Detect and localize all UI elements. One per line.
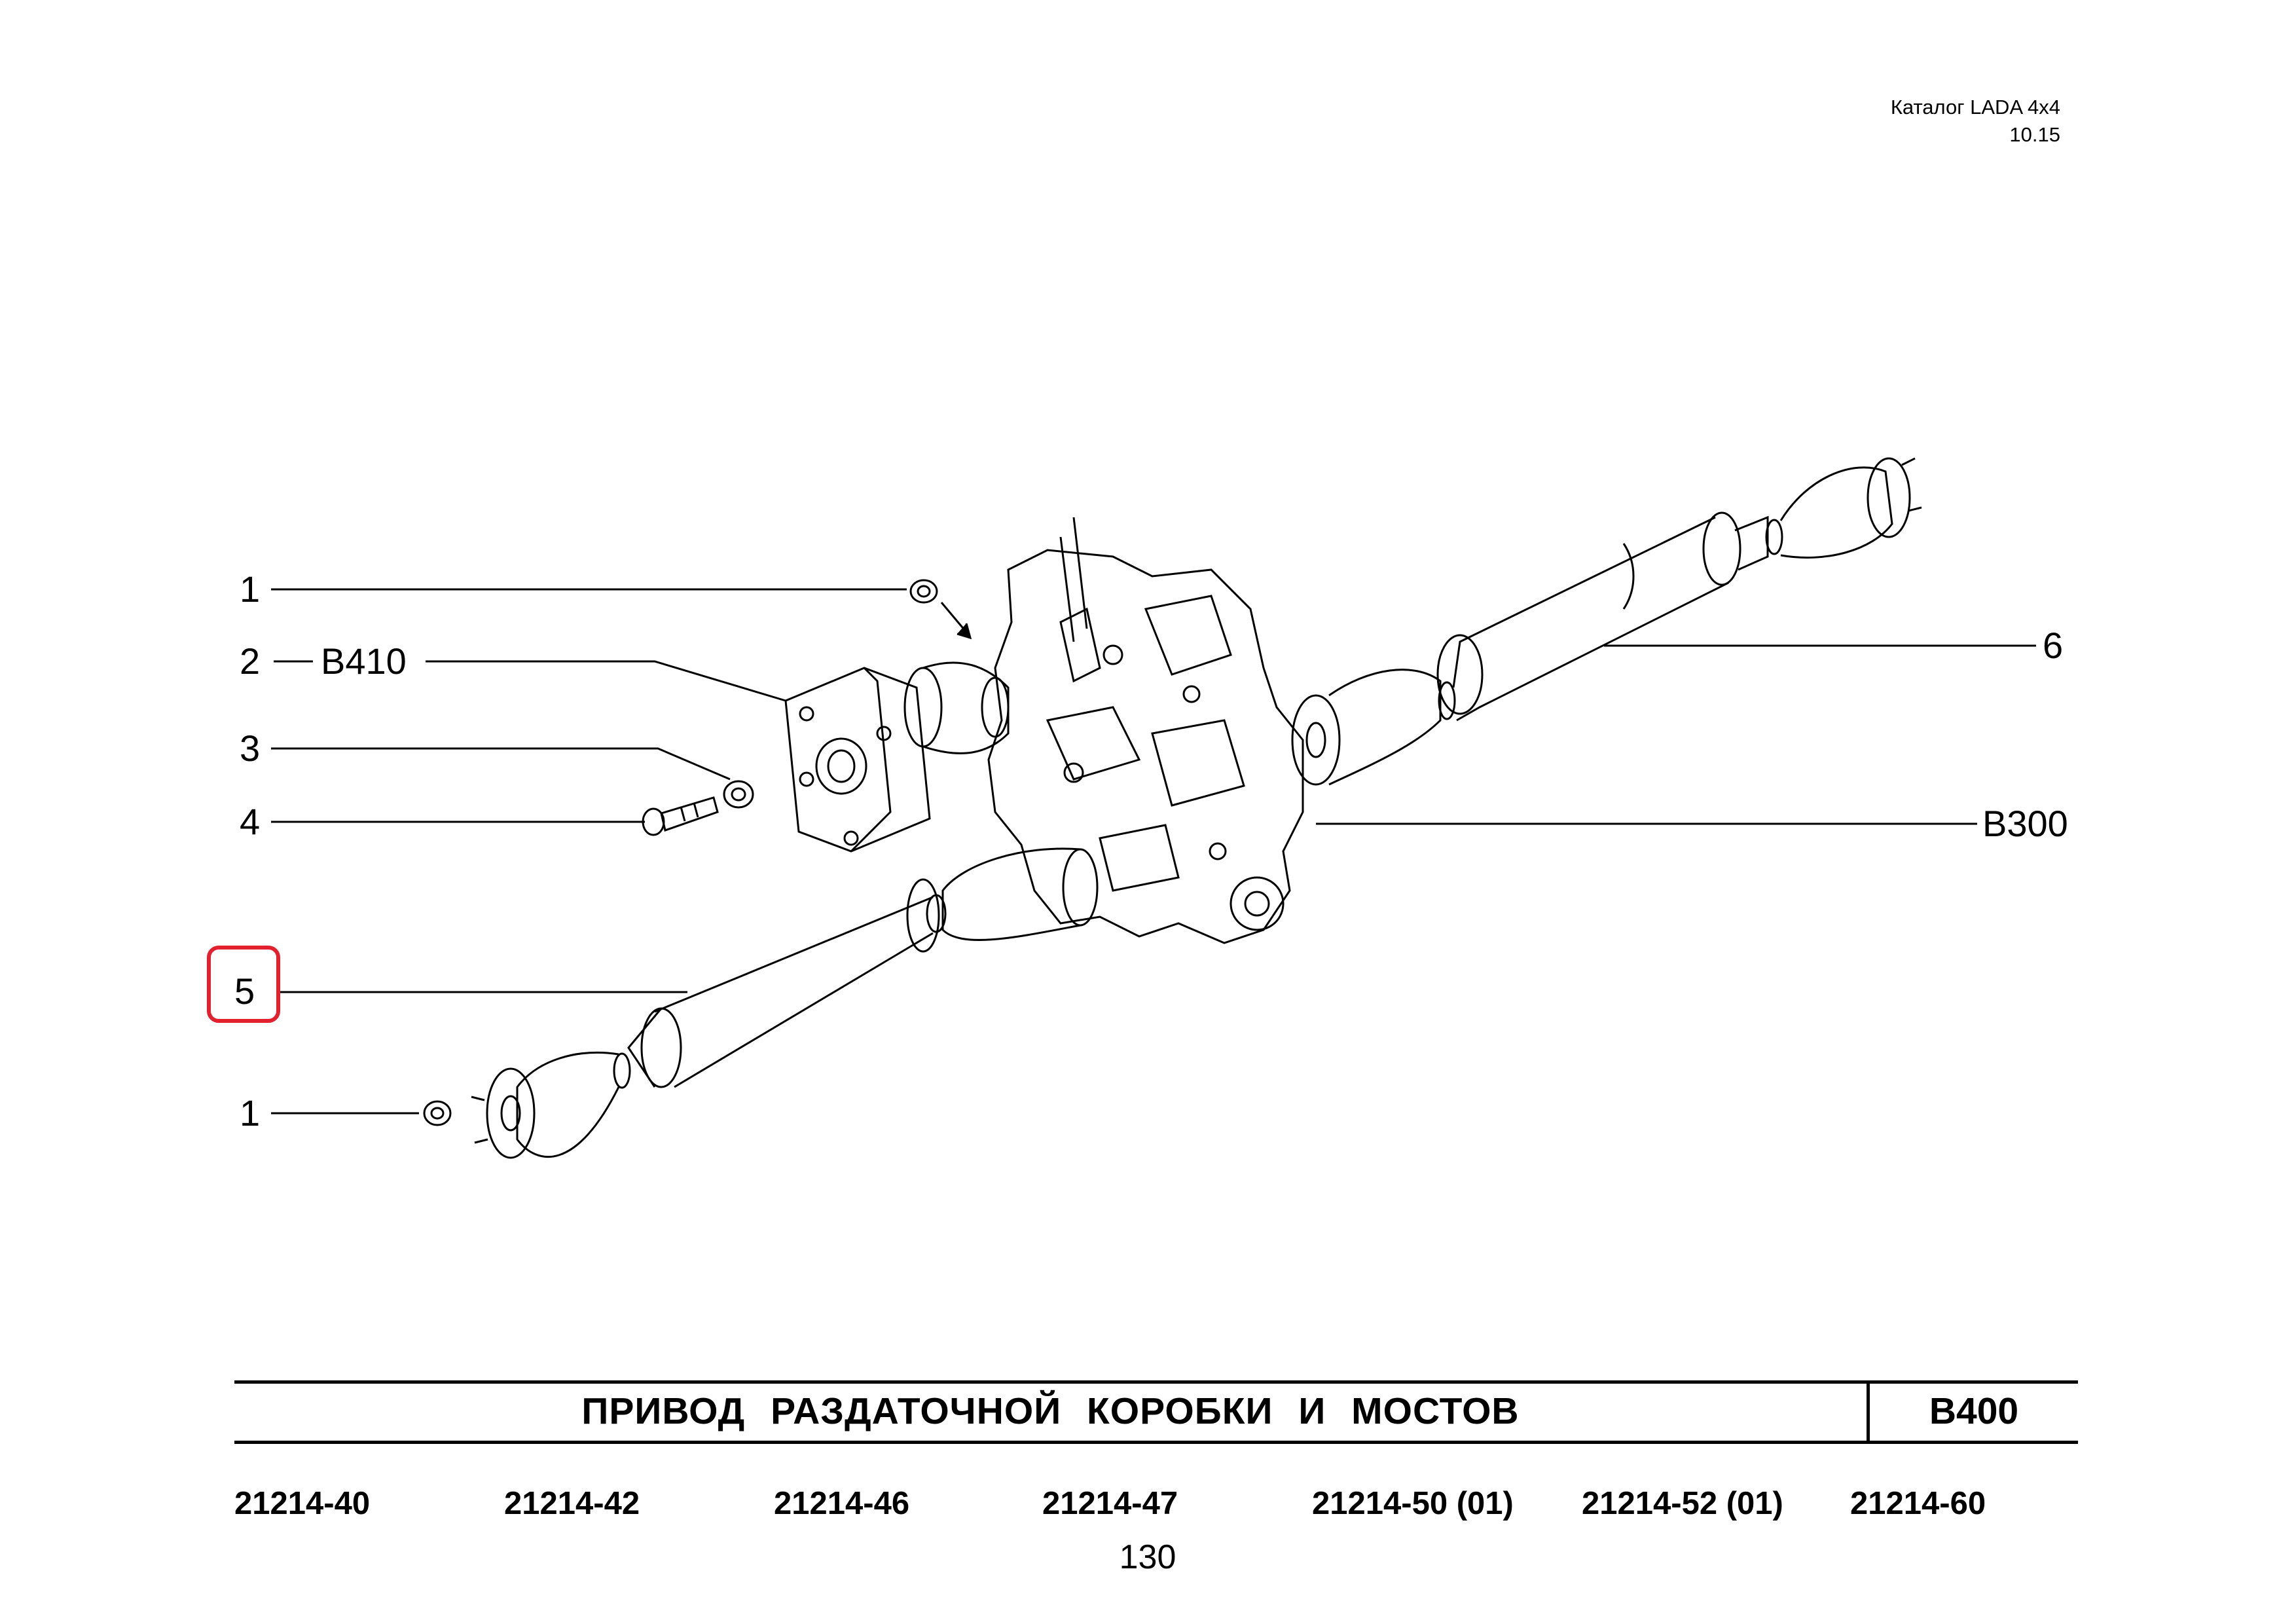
model-item: 21214-50 (01) <box>1312 1486 1514 1521</box>
catalog-title: Каталог LADA 4x4 <box>1890 96 2060 119</box>
callout-1-lower: 1 <box>240 1092 261 1134</box>
bolt <box>642 796 719 836</box>
leader-lines <box>271 588 2036 1115</box>
front-propeller-shaft <box>471 847 1099 1159</box>
callout-4: 4 <box>240 801 261 842</box>
callout-6: 6 <box>2043 625 2064 666</box>
nut-item3 <box>723 780 754 809</box>
model-item: 21214-47 <box>1042 1486 1178 1521</box>
catalog-edition: 10.15 <box>2009 123 2060 146</box>
title-rule-top <box>234 1380 2078 1384</box>
section-code: B400 <box>1929 1390 2019 1432</box>
model-list: 21214-40 21214-42 21214-46 21214-47 2121… <box>234 1485 2078 1524</box>
nut-upper <box>909 579 938 604</box>
highlight-box-item-5 <box>207 946 280 1023</box>
section-title: ПРИВОД РАЗДАТОЧНОЙ КОРОБКИ И МОСТОВ <box>581 1390 1520 1432</box>
page-number: 130 <box>1119 1538 1176 1576</box>
model-item: 21214-40 <box>234 1486 371 1521</box>
callout-b410: B410 <box>321 640 407 682</box>
model-item: 21214-52 (01) <box>1582 1486 1783 1521</box>
callout-2: 2 <box>240 640 261 682</box>
elastic-coupling <box>784 667 931 853</box>
callout-3: 3 <box>240 728 261 769</box>
rear-propeller-shaft <box>1291 457 1922 786</box>
model-item: 21214-46 <box>774 1486 910 1521</box>
model-item: 21214-60 <box>1850 1486 1986 1521</box>
nut-lower <box>423 1100 452 1126</box>
title-separator <box>1867 1382 1870 1443</box>
callout-5: 5 <box>234 970 255 1012</box>
cv-joint-coupling <box>903 661 1010 754</box>
callout-1-upper: 1 <box>240 568 261 610</box>
transfer-case <box>987 517 1304 944</box>
title-rule-bottom <box>234 1441 2078 1444</box>
callout-b300: B300 <box>1982 803 2068 844</box>
model-item: 21214-42 <box>504 1486 640 1521</box>
